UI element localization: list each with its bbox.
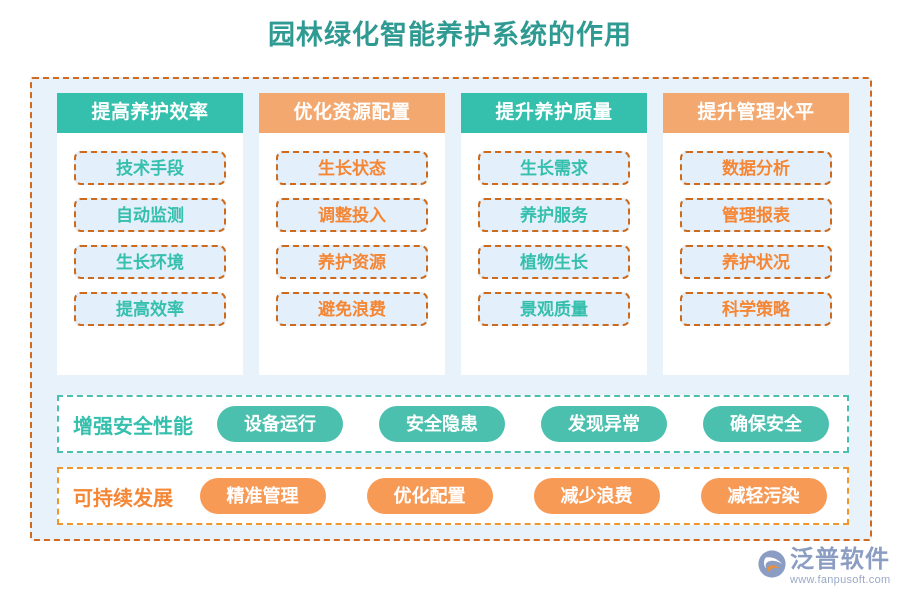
column-header-2: 优化资源配置 bbox=[259, 93, 445, 133]
item-chip[interactable]: 提高效率 bbox=[74, 292, 226, 326]
item-chip[interactable]: 生长环境 bbox=[74, 245, 226, 279]
column-card-2[interactable]: 优化资源配置 生长状态 调整投入 养护资源 避免浪费 bbox=[259, 93, 445, 375]
item-chip[interactable]: 养护服务 bbox=[478, 198, 630, 232]
column-items-2: 生长状态 调整投入 养护资源 避免浪费 bbox=[259, 133, 445, 375]
item-chip[interactable]: 养护资源 bbox=[276, 245, 428, 279]
item-chip[interactable]: 景观质量 bbox=[478, 292, 630, 326]
item-chip[interactable]: 避免浪费 bbox=[276, 292, 428, 326]
band-safety: 增强安全性能 设备运行 安全隐患 发现异常 确保安全 bbox=[57, 395, 849, 453]
column-card-4[interactable]: 提升管理水平 数据分析 管理报表 养护状况 科学策略 bbox=[663, 93, 849, 375]
brand-logo: 泛普软件 www.fanpusoft.com bbox=[757, 548, 892, 592]
pill[interactable]: 确保安全 bbox=[703, 406, 829, 442]
pill[interactable]: 优化配置 bbox=[366, 478, 493, 514]
item-chip[interactable]: 调整投入 bbox=[276, 198, 428, 232]
band-label-safety: 增强安全性能 bbox=[73, 415, 193, 438]
item-chip[interactable]: 生长需求 bbox=[478, 151, 630, 185]
item-chip[interactable]: 技术手段 bbox=[74, 151, 226, 185]
pill[interactable]: 发现异常 bbox=[541, 406, 667, 442]
item-chip[interactable]: 管理报表 bbox=[680, 198, 832, 232]
page-title: 园林绿化智能养护系统的作用 bbox=[268, 20, 632, 50]
pill[interactable]: 设备运行 bbox=[217, 406, 343, 442]
band-label-sustainability: 可持续发展 bbox=[73, 487, 173, 510]
pill[interactable]: 减轻污染 bbox=[700, 478, 827, 514]
logo-website-url: www.fanpusoft.com bbox=[790, 574, 891, 586]
fanpu-logo-icon bbox=[758, 550, 786, 578]
item-chip[interactable]: 植物生长 bbox=[478, 245, 630, 279]
band-pills-sustainability: 精准管理 优化配置 减少浪费 减轻污染 bbox=[179, 478, 847, 514]
outer-dashed-frame: 提高养护效率 技术手段 自动监测 生长环境 提高效率 优化资源配置 生长状态 调… bbox=[30, 77, 872, 541]
pill[interactable]: 安全隐患 bbox=[379, 406, 505, 442]
item-chip[interactable]: 养护状况 bbox=[680, 245, 832, 279]
pill[interactable]: 精准管理 bbox=[199, 478, 326, 514]
column-card-1[interactable]: 提高养护效率 技术手段 自动监测 生长环境 提高效率 bbox=[57, 93, 243, 375]
item-chip[interactable]: 数据分析 bbox=[680, 151, 832, 185]
column-group: 提高养护效率 技术手段 自动监测 生长环境 提高效率 优化资源配置 生长状态 调… bbox=[57, 93, 849, 375]
column-card-3[interactable]: 提升养护质量 生长需求 养护服务 植物生长 景观质量 bbox=[461, 93, 647, 375]
logo-text: 泛普软件 www.fanpusoft.com bbox=[790, 548, 890, 586]
band-pills-safety: 设备运行 安全隐患 发现异常 确保安全 bbox=[199, 406, 847, 442]
logo-company-name: 泛普软件 bbox=[790, 546, 890, 573]
column-header-4: 提升管理水平 bbox=[663, 93, 849, 133]
band-sustainability: 可持续发展 精准管理 优化配置 减少浪费 减轻污染 bbox=[57, 467, 849, 525]
column-items-4: 数据分析 管理报表 养护状况 科学策略 bbox=[663, 133, 849, 375]
item-chip[interactable]: 生长状态 bbox=[276, 151, 428, 185]
column-items-1: 技术手段 自动监测 生长环境 提高效率 bbox=[57, 133, 243, 375]
item-chip[interactable]: 自动监测 bbox=[74, 198, 226, 232]
column-header-1: 提高养护效率 bbox=[57, 93, 243, 133]
column-header-3: 提升养护质量 bbox=[461, 93, 647, 133]
pill[interactable]: 减少浪费 bbox=[533, 478, 660, 514]
item-chip[interactable]: 科学策略 bbox=[680, 292, 832, 326]
column-items-3: 生长需求 养护服务 植物生长 景观质量 bbox=[461, 133, 647, 375]
